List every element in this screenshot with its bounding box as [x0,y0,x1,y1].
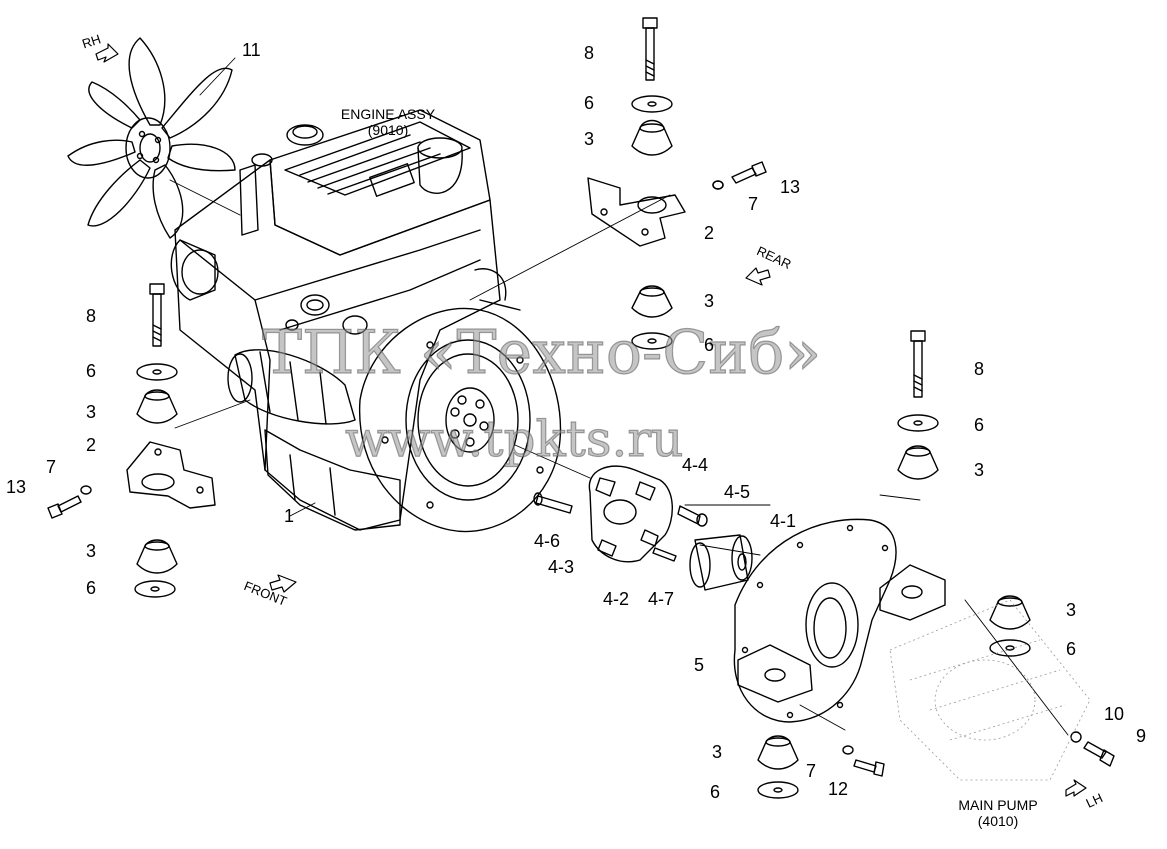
bolt-4-5 [677,505,708,527]
callout-3-top: 3 [584,129,595,149]
rubber-mount-3-bottom [757,735,799,770]
callout-5: 5 [694,655,705,675]
callout-8-top: 8 [584,43,595,63]
hub-4-1 [689,534,753,591]
flywheel-housing [358,307,562,533]
rh-arrow-icon [95,43,119,63]
washer-6-top [631,95,673,113]
rubber-mount-3-left [136,389,178,424]
rubber-mount-3-mid [631,285,673,318]
pump-caption-title: MAIN PUMP [958,797,1038,813]
callout-9: 9 [1136,726,1147,746]
engine-caption-code: (9010) [367,122,409,138]
watermark-company: ТПК «Техно-Сиб» [261,317,822,388]
engine-caption: ENGINE ASSY (9010) [330,106,446,138]
cooling-fan [67,37,236,239]
callout-7-bottom: 7 [806,761,817,781]
watermark-url: www.tpkts.ru [344,409,684,468]
callout-3-left: 3 [86,402,97,422]
callout-2-lower: 2 [86,435,97,455]
callout-6-right: 6 [974,415,985,435]
bolt-9 [1083,741,1115,767]
callout-10: 10 [1104,704,1125,724]
callout-13-upper: 13 [780,177,801,197]
bolt-12 [853,759,885,777]
washer-10 [1070,731,1082,743]
bracket-2-upper [587,177,686,247]
callout-4-7: 4-7 [648,589,675,609]
callout-4-2: 4-2 [603,589,630,609]
mount-bolt-8-top [642,17,658,81]
callout-4-6: 4-6 [534,531,561,551]
pump-bracket-5 [733,518,946,723]
pump-caption-code: (4010) [977,813,1019,829]
spring-pin-4-7 [652,547,677,562]
callout-6-lower-left: 6 [86,578,97,598]
mount-bolt-8-left [149,283,165,347]
callout-4-5: 4-5 [724,482,751,502]
callout-3-mid: 3 [704,291,715,311]
bolt-13-lower [47,485,92,519]
callout-7-lower: 7 [46,457,57,477]
coupling-element-4-3 [588,465,673,563]
bracket-2-lower [126,441,216,509]
callout-4-3: 4-3 [548,557,575,577]
main-pump-outline [889,599,1091,781]
leader-lines [169,57,1069,736]
callout-2-upper: 2 [704,223,715,243]
washer-6-bottom [757,781,799,799]
rubber-mount-3-top [631,119,673,156]
washer-7-bottom [842,745,854,755]
callout-12: 12 [828,779,849,799]
callout-3-lower-right: 3 [1066,600,1077,620]
callout-3-right: 3 [974,460,985,480]
callout-6-bottom: 6 [710,782,721,802]
rubber-mount-3-lower-right [989,595,1031,630]
callout-4-4: 4-4 [682,455,709,475]
callout-11: 11 [242,40,261,60]
callout-3-lower-left: 3 [86,541,97,561]
washer-7-upper [712,180,724,190]
callout-4-1: 4-1 [770,511,797,531]
mount-bolt-8-right [910,330,926,398]
callout-1: 1 [284,506,295,526]
callout-6-lower-right: 6 [1066,639,1077,659]
bolt-4-6 [533,492,573,514]
callout-8-left: 8 [86,306,97,326]
washer-6-mid [631,332,673,350]
rubber-mount-3-right [897,445,939,480]
washer-6-lower-left [134,580,176,598]
callout-6-mid: 6 [704,335,715,355]
rubber-mount-3-lower-left [136,539,178,574]
washer-6-lower-right [989,639,1031,657]
rear-arrow-icon [745,267,771,286]
callout-8-right: 8 [974,359,985,379]
bolt-13-upper [712,161,767,190]
engine-caption-title: ENGINE ASSY [340,106,436,122]
engine-block [170,109,521,531]
callout-13-lower: 13 [6,477,27,497]
callout-6-top: 6 [584,93,595,113]
callout-6-left: 6 [86,361,97,381]
washer-6-right [897,414,939,432]
front-arrow-icon [269,574,297,593]
pump-caption: MAIN PUMP (4010) [948,797,1048,829]
washer-6-left [136,363,178,381]
callout-3-bottom: 3 [712,742,723,762]
lh-arrow-icon [1065,779,1087,797]
callout-7-upper: 7 [748,194,759,214]
